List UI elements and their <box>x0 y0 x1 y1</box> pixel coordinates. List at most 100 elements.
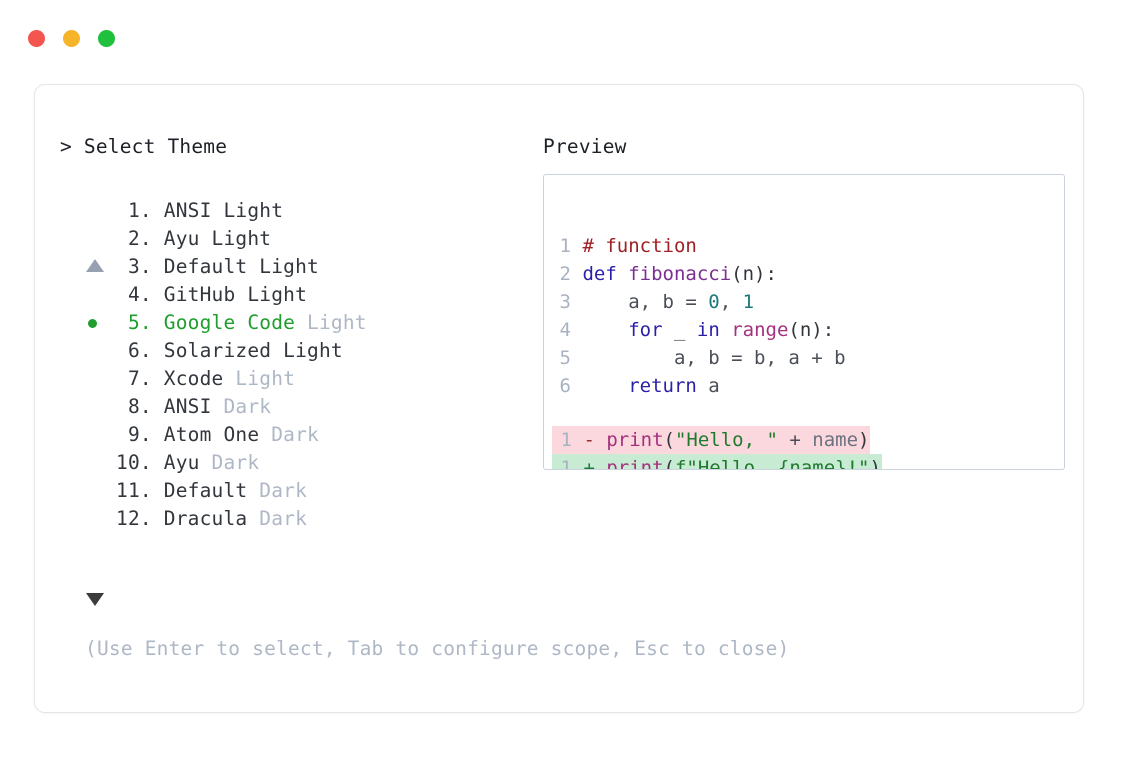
theme-item-index: 12. <box>116 507 152 530</box>
diff-added-line: 1 + print(f"Hello, {name}!") <box>552 454 882 470</box>
theme-list-item[interactable]: 4. GitHub Light <box>60 281 530 309</box>
prompt-caret-icon: > <box>60 135 72 158</box>
page-title-text: Select Theme <box>83 135 228 158</box>
page-title: > Select Theme <box>60 135 227 158</box>
code-line: 1 # function <box>552 232 882 260</box>
keyboard-hint: (Use Enter to select, Tab to configure s… <box>85 637 790 660</box>
code-line-number: 1 <box>559 235 571 257</box>
code-token: + <box>777 429 813 451</box>
code-token: name <box>812 429 859 451</box>
theme-item-variant: Light <box>247 255 319 278</box>
theme-item-name: Google Code <box>151 311 296 334</box>
theme-item-index: 4. <box>116 283 152 306</box>
theme-item-index: 5. <box>116 311 152 334</box>
code-token: 0 <box>708 291 720 313</box>
code-token: (n): <box>788 319 835 341</box>
theme-item-variant: Light <box>211 199 284 222</box>
theme-item-text: 9. Atom One Dark <box>116 421 319 449</box>
theme-item-name: ANSI <box>151 199 212 222</box>
theme-item-name: Solarized <box>151 339 272 362</box>
code-token: # function <box>582 235 697 257</box>
theme-item-text: 7. Xcode Light <box>116 365 295 393</box>
theme-list-item[interactable]: 11. Default Dark <box>60 477 530 505</box>
code-token: , <box>719 291 743 313</box>
code-token: fibonacci <box>628 263 732 285</box>
code-line: 3 a, b = 0, 1 <box>552 288 882 316</box>
theme-list-item[interactable]: 5. Google Code Light <box>60 309 530 337</box>
code-token: in <box>696 319 720 341</box>
code-token: return <box>628 375 697 397</box>
code-line-number: 2 <box>559 263 571 285</box>
diff-marker: - <box>572 429 607 451</box>
theme-list-item[interactable]: 6. Solarized Light <box>60 337 530 365</box>
theme-item-name: GitHub <box>151 283 236 306</box>
diff-highlight: 1 + print(f"Hello, {name}!") <box>552 454 882 470</box>
theme-item-variant: Light <box>199 227 272 250</box>
code-token: ( <box>663 457 675 470</box>
code-token: f"Hello, {name}!" <box>674 457 870 470</box>
theme-item-text: 1. ANSI Light <box>116 197 283 225</box>
diff-marker: + <box>572 457 607 470</box>
minimize-dot[interactable] <box>63 30 80 47</box>
theme-list-item[interactable]: 10. Ayu Dark <box>60 449 530 477</box>
theme-item-index: 8. <box>116 395 152 418</box>
theme-item-index: 3. <box>116 255 152 278</box>
theme-item-text: 5. Google Code Light <box>116 309 367 337</box>
code-line: 6 return a <box>552 372 882 400</box>
theme-item-text: 10. Ayu Dark <box>116 449 259 477</box>
code-token: _ <box>662 319 697 341</box>
theme-item-variant: Light <box>235 283 308 306</box>
theme-item-variant: Light <box>223 367 296 390</box>
theme-item-name: Ayu <box>151 227 200 250</box>
scroll-down-arrow-icon[interactable] <box>86 593 104 606</box>
code-line: 2 def fibonacci(n): <box>552 260 882 288</box>
diff-highlight: 1 - print("Hello, " + name) <box>552 426 871 454</box>
code-token: ) <box>858 429 870 451</box>
theme-item-text: 11. Default Dark <box>116 477 307 505</box>
scroll-up-arrow-icon[interactable] <box>86 259 104 272</box>
preview-label: Preview <box>543 135 627 158</box>
code-line-number: 3 <box>559 291 571 313</box>
diff-line-number: 1 <box>560 457 572 470</box>
theme-list-item[interactable]: 9. Atom One Dark <box>60 421 530 449</box>
theme-item-name: Dracula <box>151 507 248 530</box>
code-token: range <box>731 319 789 341</box>
code-token: print <box>606 457 664 470</box>
theme-item-variant: Dark <box>247 507 308 530</box>
code-token: "Hello, " <box>674 429 778 451</box>
close-dot[interactable] <box>28 30 45 47</box>
maximize-dot[interactable] <box>98 30 115 47</box>
theme-item-variant: Dark <box>247 479 308 502</box>
theme-item-index: 6. <box>116 339 152 362</box>
theme-item-variant: Dark <box>199 451 260 474</box>
theme-item-index: 1. <box>116 199 152 222</box>
code-token: 1 <box>742 291 755 313</box>
theme-item-name: Default <box>151 255 248 278</box>
theme-item-index: 10. <box>116 451 152 474</box>
theme-item-name: Ayu <box>151 451 200 474</box>
theme-item-name: ANSI <box>151 395 212 418</box>
code-token <box>720 319 731 341</box>
theme-list-item[interactable]: 3. Default Light <box>60 253 530 281</box>
code-line-number: 4 <box>559 319 571 341</box>
theme-item-variant: Light <box>271 339 343 362</box>
theme-item-name: Xcode <box>151 367 224 390</box>
theme-list-item[interactable]: 1. ANSI Light <box>60 197 530 225</box>
theme-item-index: 11. <box>116 479 152 502</box>
theme-list-item[interactable]: 12. Dracula Dark <box>60 505 530 533</box>
theme-list-item[interactable]: 8. ANSI Dark <box>60 393 530 421</box>
code-token: a <box>696 375 720 397</box>
theme-item-variant: Dark <box>211 395 272 418</box>
theme-item-text: 6. Solarized Light <box>116 337 343 365</box>
theme-list-item[interactable]: 2. Ayu Light <box>60 225 530 253</box>
theme-picker-card: > Select Theme 1. ANSI Light 2. Ayu Ligh… <box>34 84 1084 713</box>
theme-list-item[interactable]: 7. Xcode Light <box>60 365 530 393</box>
theme-item-variant: Dark <box>259 423 319 446</box>
code-token <box>582 375 628 397</box>
code-token: ) <box>869 457 881 470</box>
theme-item-text: 4. GitHub Light <box>116 281 307 309</box>
code-token: ( <box>663 429 675 451</box>
code-token: a, b = <box>582 291 709 313</box>
